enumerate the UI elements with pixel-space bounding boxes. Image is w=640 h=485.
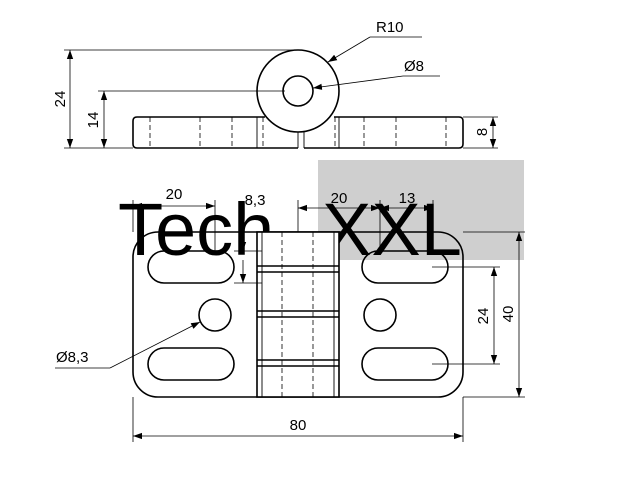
knuckle-inner-edges — [261, 232, 335, 397]
knuckle-band — [256, 231, 340, 398]
dim-knuckle-width-label: 20 — [331, 190, 348, 207]
dim-24-front-extension — [432, 266, 500, 365]
leaf-gap — [297, 132, 305, 148]
side-view: 24 14 8 R10 Ø8 — [52, 19, 498, 149]
radius-label: R10 — [376, 19, 404, 36]
left-leaf-outline — [132, 116, 298, 149]
hole-diameter-label: Ø8 — [404, 58, 424, 75]
front-hole-diameter-label: Ø8,3 — [56, 349, 89, 366]
dim-24-extension — [64, 49, 300, 149]
dim-pin-height-label: 14 — [85, 112, 102, 129]
slot-bottom-left — [147, 347, 235, 381]
r10-leader — [327, 36, 371, 63]
dim-width-label: 80 — [290, 417, 307, 434]
front-view: 20 8,3 20 13 24 40 80 Ø8,3 — [55, 186, 525, 442]
dim-slot-length-label: 13 — [399, 190, 416, 207]
knuckle-edges — [256, 117, 340, 148]
dim-height-label: 40 — [500, 306, 517, 323]
dim-overall-height-label: 24 — [52, 91, 69, 108]
dim-slot-offset-label: 20 — [166, 186, 183, 203]
knuckle-segment-lines — [257, 265, 339, 367]
right-leaf-outline — [304, 116, 464, 149]
d8-leader — [312, 75, 404, 90]
watermark-text-xxl: XXL — [322, 188, 462, 271]
slot-top-left — [147, 250, 235, 284]
dim-83-extension — [234, 250, 262, 284]
dim-hole-spacing-label: 24 — [475, 308, 492, 325]
hole-right — [363, 298, 397, 332]
dim-slot-width-label: 8,3 — [245, 192, 266, 209]
watermark: Tech XXL — [118, 160, 524, 271]
watermark-text-tech: Tech — [118, 188, 274, 271]
pin-hidden-lines — [281, 232, 314, 397]
d83-leader — [109, 321, 201, 369]
dim-leaf-thickness-label: 8 — [474, 128, 491, 136]
hole-left — [198, 298, 232, 332]
dim-40-extension — [463, 231, 525, 398]
